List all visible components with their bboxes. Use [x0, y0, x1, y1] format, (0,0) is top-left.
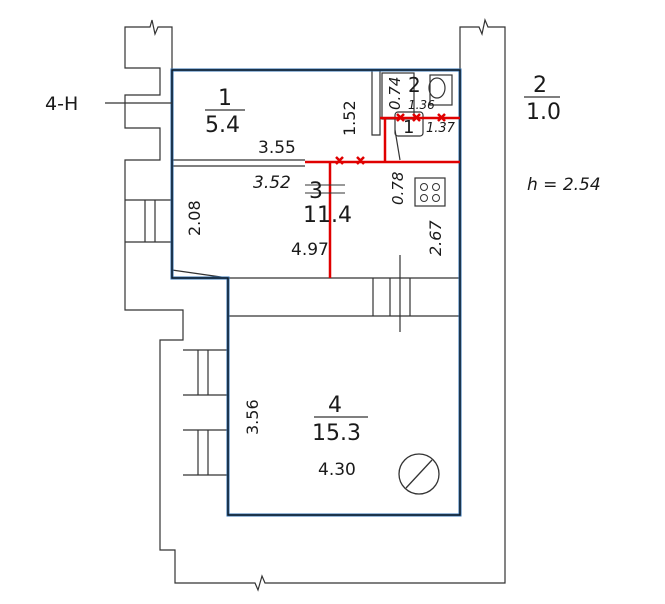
valve-markers [335, 113, 446, 165]
room-2-area: 1.0 [526, 100, 561, 125]
room-4-number: 4 [328, 393, 342, 418]
dim-r4-height: 3.56 [243, 399, 262, 435]
dim-r2-top: 0.74 [386, 77, 404, 110]
room-2-inset-sub: 1 [403, 117, 414, 138]
dim-r3-length: 4.97 [291, 240, 329, 260]
outer-shell [124, 18, 506, 592]
dim-r2-inner-h: 1.37 [426, 121, 456, 136]
room-4-area: 15.3 [312, 421, 361, 446]
room-3-number: 3 [309, 179, 323, 204]
dim-r3-height: 2.08 [185, 200, 204, 236]
toilet-icon [428, 77, 446, 99]
dim-r3-right: 2.67 [426, 220, 445, 256]
dim-r3-wall: 0.78 [389, 172, 407, 205]
entrance-marker: 4-H [45, 93, 78, 115]
ceiling-height: h = 2.54 [527, 175, 601, 195]
room-2-number: 2 [533, 73, 547, 98]
stove-icon [414, 177, 446, 207]
dim-r1-height: 1.52 [340, 100, 359, 136]
dim-r3-width: 3.52 [253, 173, 291, 193]
room-2-inset-number: 2 [408, 73, 421, 97]
room-1-area: 5.4 [205, 113, 240, 138]
dim-r1-width: 3.55 [258, 138, 296, 158]
drain-icon [398, 453, 440, 495]
dim-r4-width: 4.30 [318, 460, 356, 480]
dim-r2-inner-w: 1.36 [408, 98, 435, 112]
utility-lines [305, 116, 460, 278]
room-3-area: 11.4 [303, 203, 352, 228]
room-1-number: 1 [218, 86, 232, 111]
